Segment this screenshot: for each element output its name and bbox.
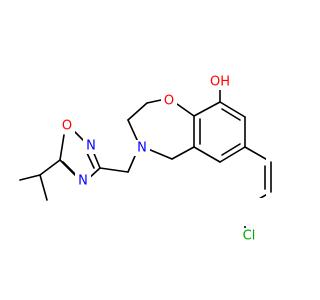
bonds xyxy=(19,86,298,238)
bond-c3-to-c2 xyxy=(127,102,148,121)
bond-c9a-c9 xyxy=(193,101,221,117)
bond-n-to-c5 xyxy=(147,148,173,160)
bond-ch2-to-n xyxy=(127,155,136,173)
oxadiazole-nitrogen-upper-label: N xyxy=(86,139,96,154)
bond-c5-to-c5a xyxy=(171,146,195,160)
bond-c7-c6 xyxy=(219,146,246,163)
bond-c6-c5a xyxy=(193,146,221,163)
bond-c9-c8-double xyxy=(221,108,241,121)
bond-ar-c6-c5 xyxy=(244,191,272,208)
ring-oxygen-label: O xyxy=(164,94,174,109)
hydroxyl-label: OH xyxy=(210,75,230,90)
ring-nitrogen-label: N xyxy=(137,141,147,156)
atom-labels: OH O N O N N Cl xyxy=(59,74,260,244)
bond-oxd-n4-c5-double xyxy=(62,161,78,177)
bond-c7-c6-double xyxy=(221,143,241,156)
bond-iso-to-ring xyxy=(39,159,61,176)
bond-iso-methyl-left xyxy=(19,174,41,181)
bond-c2-to-o xyxy=(146,99,162,104)
bond-o-to-c9a xyxy=(176,103,195,117)
bond-c7-to-aryl xyxy=(244,146,272,163)
bond-oxd-n2-c3-double xyxy=(86,152,95,169)
oxadiazole-oxygen-label: O xyxy=(62,119,72,134)
bond-c9-c8 xyxy=(219,101,246,118)
oxadiazole-nitrogen-lower-label: N xyxy=(78,174,88,189)
chlorine-label: Cl xyxy=(243,229,256,244)
bond-n-to-c3 xyxy=(127,119,139,143)
bond-oxd-to-ch2 xyxy=(99,167,129,173)
bond-iso-methyl-down xyxy=(39,174,48,201)
molecule-structure-drawing: OH O N O N N Cl xyxy=(19,74,298,244)
bond-oxd-c5-o1 xyxy=(59,134,65,161)
bond-ar-c1-c2 xyxy=(270,146,298,163)
